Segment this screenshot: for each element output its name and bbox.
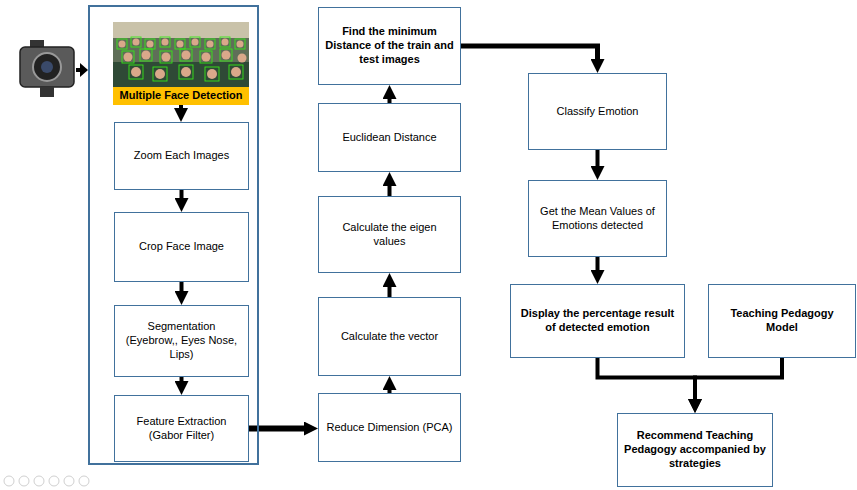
process-box: Get the Mean Values of Emotions detected: [528, 180, 667, 257]
classroom-photo: [113, 22, 249, 90]
process-box: Feature Extraction (Gabor Filter): [114, 395, 249, 462]
photo-caption: Multiple Face Detection: [113, 87, 249, 105]
process-box: Zoom Each Images: [114, 122, 249, 190]
slide-controls: [4, 476, 89, 486]
photo-label-box: Multiple Face Detection: [113, 22, 249, 105]
connector-arrow: [695, 358, 782, 399]
connector-arrow: [180, 377, 184, 381]
photo-faces: [119, 39, 247, 80]
camera-illustration: [20, 40, 88, 97]
process-box: Display the percentage result of detecte…: [510, 284, 685, 358]
process-box: Classify Emotion: [528, 73, 667, 150]
box-label: Recommend Teaching Pedagogy accompanied …: [624, 429, 766, 470]
connector-arrow: [180, 282, 184, 291]
process-box: Segmentation (Eyebrow,, Eyes Nose, Lips): [114, 305, 249, 377]
connector-arrow: [388, 287, 392, 297]
photo-detection-boxes: [117, 37, 245, 81]
photo-ground: [113, 22, 249, 90]
photo-wall: [113, 22, 249, 38]
process-box: Calculate the vector: [318, 297, 461, 376]
photo-front-row: [113, 62, 249, 90]
camera-lens: [33, 53, 61, 81]
box-label: Teaching Pedagogy Model: [715, 307, 849, 335]
box-label: Display the percentage result of detecte…: [517, 307, 678, 335]
process-box: Calculate the eigen values: [318, 196, 461, 273]
connector-arrow: [179, 105, 183, 108]
connector-arrow: [596, 150, 600, 166]
box-label: Segmentation (Eyebrow,, Eyes Nose, Lips): [121, 320, 242, 361]
box-label: Reduce Dimension (PCA): [327, 421, 453, 435]
group-box: Multiple Face DetectionZoom Each ImagesC…: [88, 5, 259, 465]
box-label: Zoom Each Images: [134, 149, 229, 163]
camera-arrow-head: [80, 63, 88, 77]
box-label: Classify Emotion: [557, 105, 639, 119]
connector-arrow: [180, 190, 184, 198]
connector-arrow: [596, 257, 600, 270]
camera-mount: [40, 87, 54, 97]
camera-body: [20, 47, 74, 87]
connector-arrow: [461, 46, 598, 59]
process-box: Crop Face Image: [114, 212, 249, 282]
box-label: Calculate the vector: [341, 330, 438, 344]
camera-lens-glass: [41, 61, 53, 73]
box-label: Find the minimum Distance of the train a…: [325, 25, 454, 66]
result-box: Recommend Teaching Pedagogy accompanied …: [617, 413, 773, 487]
box-label: Crop Face Image: [139, 240, 224, 254]
process-box: Euclidean Distance: [318, 103, 461, 172]
connector-arrow: [388, 186, 392, 196]
connector-arrow: [598, 358, 696, 399]
box-label: Euclidean Distance: [342, 131, 436, 145]
box-label: Get the Mean Values of Emotions detected: [535, 205, 660, 233]
process-box: Find the minimum Distance of the train a…: [318, 7, 461, 85]
box-label: Calculate the eigen values: [325, 221, 454, 249]
model-box: Teaching Pedagogy Model: [708, 284, 856, 358]
process-box: Reduce Dimension (PCA): [318, 393, 461, 462]
box-label: Feature Extraction (Gabor Filter): [121, 415, 242, 443]
